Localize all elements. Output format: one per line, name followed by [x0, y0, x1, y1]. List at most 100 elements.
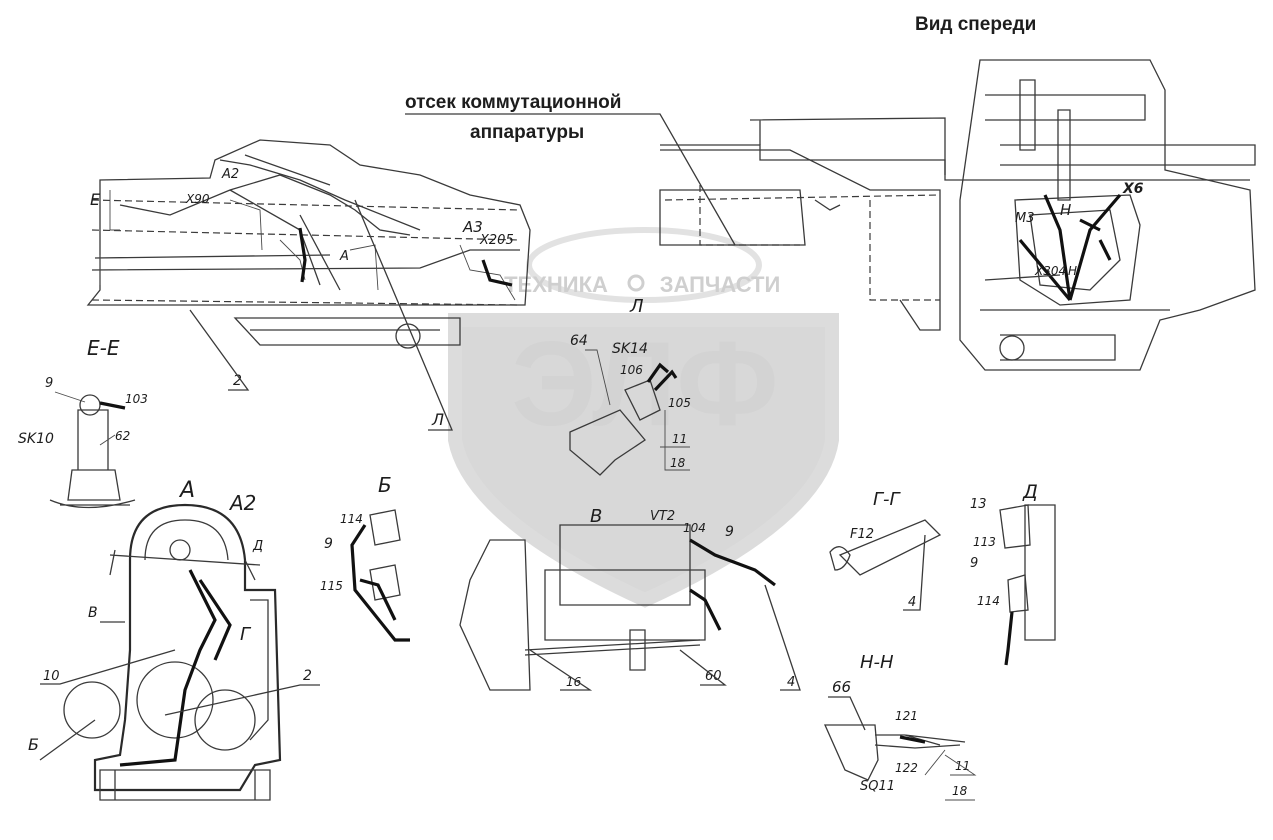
callout-114a: 114 — [340, 512, 363, 526]
section-v-plate — [544, 569, 706, 641]
callout-122: 122 — [895, 761, 918, 775]
section-d-plate — [1024, 504, 1056, 641]
callout-g-mark: Г — [240, 624, 252, 645]
section-l-leaders — [585, 349, 690, 471]
callout-11a: 11 — [672, 432, 687, 446]
watermark-shield — [448, 313, 839, 608]
side-view-details — [99, 190, 516, 301]
section-a-wire-2 — [198, 579, 232, 661]
section-d-clip-top — [999, 504, 1031, 549]
callout-113: 113 — [973, 535, 996, 549]
side-view-chassis — [91, 249, 520, 271]
section-l-wire-2 — [653, 369, 678, 392]
section-a-wire-loop — [119, 569, 217, 767]
callout-e-mark: Е — [90, 190, 101, 209]
callout-x6: X6 — [1122, 181, 1144, 197]
compartment-label-line1: отсек коммутационной — [405, 92, 621, 113]
section-v: В VT2 104 9 16 60 4 — [459, 506, 801, 691]
section-d-wire — [1004, 611, 1014, 666]
section-b-title: Б — [378, 473, 392, 497]
watermark-brand-left: ТЕХНИКА — [504, 272, 608, 297]
side-view-wire-bundle — [119, 174, 411, 291]
section-l: Л SK14 64 106 105 11 18 — [569, 296, 691, 476]
watermark-gear-icon — [627, 274, 645, 292]
callout-a3: А3 — [462, 218, 483, 236]
callout-9b: 9 — [324, 536, 333, 552]
front-view-inner — [1029, 209, 1121, 291]
callout-62: 62 — [115, 429, 130, 443]
callout-16-leader — [529, 649, 593, 691]
callout-121: 121 — [895, 709, 918, 723]
side-view-cab-outline — [86, 139, 531, 306]
callout-13: 13 — [970, 497, 987, 512]
callout-115: 115 — [320, 579, 343, 593]
callout-f12: F12 — [850, 527, 874, 542]
section-a: А А2 Д В Г 10 2 Б — [28, 478, 320, 801]
section-a-bolt — [169, 539, 191, 561]
section-v-wire-2 — [689, 588, 722, 631]
front-view-right: X6 М3 X304 Н Н — [959, 59, 1256, 371]
section-b-connector-top — [369, 509, 401, 546]
front-view-column — [1019, 79, 1071, 201]
section-b-wire-1 — [350, 524, 410, 642]
section-v-rail — [524, 639, 701, 656]
callout-10: 10 — [43, 669, 60, 684]
callout-16: 16 — [566, 675, 582, 689]
callout-18b: 18 — [952, 784, 968, 798]
callout-two-a: 2 — [303, 668, 312, 684]
side-view-frame-dashed — [91, 199, 521, 306]
section-gg-title: Г-Г — [873, 489, 902, 510]
callout-x304: X304 — [1034, 264, 1066, 278]
callout-two-leader — [189, 309, 250, 391]
section-l-sensor — [624, 379, 661, 421]
callout-114d: 114 — [977, 594, 1000, 608]
section-gg-cap — [829, 546, 851, 571]
section-ee-title: Е-Е — [87, 336, 120, 360]
callout-x205: X205 — [479, 233, 514, 248]
callout-106: 106 — [620, 363, 643, 377]
callout-a2-top: А2 — [221, 167, 239, 182]
front-view-top-frame — [985, 94, 1256, 166]
callout-two-top: 2 — [233, 373, 242, 389]
section-v-wire-1 — [689, 538, 776, 587]
callout-m3: М3 — [1015, 211, 1035, 226]
section-ee-head — [79, 394, 101, 416]
front-view-wheel — [999, 335, 1025, 361]
section-a-gear-left — [63, 681, 121, 739]
section-nn-wire — [899, 735, 926, 744]
callout-n-small: Н — [1068, 264, 1077, 278]
section-ee: Е-Е 9 103 62 SK10 — [18, 336, 148, 509]
section-ee-wire — [99, 401, 126, 410]
callout-10-leader — [40, 649, 176, 685]
callout-a-mid: А — [339, 249, 349, 264]
section-v-bracket — [459, 539, 531, 691]
center-frame-box-2 — [659, 189, 806, 246]
view-title: Вид спереди — [915, 14, 1036, 35]
callout-66: 66 — [832, 678, 851, 696]
section-v-title: В — [590, 506, 602, 527]
callout-9d: 9 — [970, 556, 978, 571]
section-a-gear-large — [136, 661, 214, 739]
callout-103: 103 — [125, 392, 148, 406]
watermark-brand-right: ЗАПЧАСТИ — [660, 272, 781, 297]
section-d-title: Д — [1022, 481, 1038, 503]
section-l-title: Л — [629, 296, 644, 317]
callout-4g-leader — [903, 534, 926, 611]
callout-b-mark: Б — [28, 735, 39, 754]
section-v-relay — [559, 524, 691, 606]
section-a2-title: А2 — [228, 491, 256, 515]
section-a-title: А — [178, 478, 195, 503]
callout-d-mark: Д — [252, 539, 263, 554]
section-ee-base — [49, 499, 136, 509]
callout-l-leader — [354, 199, 453, 431]
front-view-wire-3 — [1018, 238, 1072, 302]
compartment-leader-line — [405, 113, 736, 246]
section-gg-fuse — [838, 519, 942, 576]
callout-60-leader — [679, 649, 727, 686]
callout-v-mark: В — [88, 605, 98, 621]
callout-n-mark: Н — [1060, 201, 1071, 219]
section-b-wire-2 — [359, 578, 397, 621]
center-frame-cab — [660, 149, 941, 331]
section-ee-leaders — [54, 391, 116, 446]
side-view-bottom-pipe — [233, 317, 461, 346]
